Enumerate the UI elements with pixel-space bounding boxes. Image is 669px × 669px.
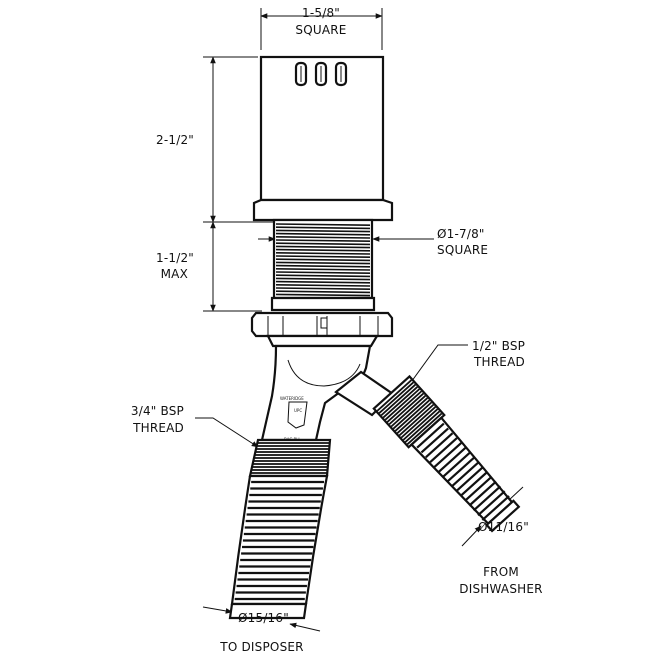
thread-ridge: [275, 274, 371, 278]
rib-ridge: [446, 456, 476, 483]
rib-ridge: [438, 446, 467, 473]
threaded-shank: [270, 218, 376, 312]
thread-ridge: [275, 223, 371, 226]
thread-ridge: [275, 284, 371, 287]
thread-ridge: [394, 399, 431, 432]
half-inch-thread-label: THREAD: [473, 355, 525, 369]
thread-ridge: [275, 245, 371, 249]
rib-ridge: [442, 451, 471, 478]
dishwasher-inlet-pipe: [372, 374, 521, 533]
thread-ridge: [400, 406, 437, 439]
thread-ridge: [378, 381, 415, 414]
thread-ridge: [275, 242, 371, 246]
cap-body: [252, 55, 394, 222]
to-disposer-label: TO DISPOSER: [219, 640, 303, 654]
wateridge-mark: WATERIDGE: [280, 396, 304, 401]
thread-ridge: [275, 232, 371, 236]
thread-ridge: [275, 280, 371, 284]
rib-ridge: [481, 495, 510, 521]
thread-ridge: [275, 277, 371, 281]
thread-ridge: [406, 412, 443, 445]
thread-ridge: [392, 397, 429, 430]
thread-ridge: [275, 287, 371, 290]
rib-ridge: [468, 480, 497, 507]
thread-ridge: [275, 252, 371, 255]
thread-diameter-square-label: SQUARE: [437, 243, 488, 257]
thread-length-max-label: MAX: [161, 267, 188, 281]
rib-ridge: [464, 475, 493, 502]
from-label: FROM: [483, 565, 519, 579]
thread-ridge: [275, 290, 371, 294]
thread-ridge: [275, 239, 371, 242]
rib-ridge: [459, 471, 489, 497]
thread-ridge: [275, 229, 371, 233]
rib-ridge: [472, 485, 502, 512]
rib-ridge: [433, 442, 462, 468]
three-quarter-thread-label: THREAD: [132, 421, 184, 435]
body-height-label: 2-1/2": [156, 133, 194, 147]
lock-nut: [250, 311, 394, 348]
small-diameter-label: Ø11/16": [478, 520, 529, 534]
thread-ridge: [275, 226, 371, 230]
dishwasher-label: DISHWASHER: [459, 582, 542, 596]
thread-ridge: [382, 386, 419, 419]
thread-ridge: [275, 255, 371, 258]
thread-ridge: [376, 379, 413, 412]
rib-ridge: [425, 432, 454, 459]
thread-ridge: [388, 392, 425, 425]
large-diameter-label: Ø15/16": [238, 611, 289, 625]
thread-ridge: [275, 258, 371, 262]
top-width-label: 1-5/8": [302, 6, 340, 20]
thread-ridge: [275, 268, 371, 271]
top-square-label: SQUARE: [295, 23, 346, 37]
rib-ridge: [429, 437, 458, 463]
thread-ridge: [275, 264, 371, 268]
rib-ridge: [455, 466, 484, 492]
three-quarter-bsp-label: 3/4" BSP: [131, 404, 184, 418]
thread-length-label: 1-1/2": [156, 251, 194, 265]
thread-diameter-label: Ø1-7/8": [437, 227, 485, 241]
rib-ridge: [451, 461, 480, 488]
thread-ridge: [390, 395, 427, 428]
rib-ridge: [416, 422, 445, 449]
thread-ridge: [275, 236, 371, 239]
rib-ridge: [420, 427, 449, 454]
thread-ridge: [380, 383, 417, 417]
thread-ridge: [275, 271, 371, 274]
upc-mark: UPC: [294, 408, 302, 413]
thread-ridge: [396, 401, 433, 434]
rib-ridge: [477, 490, 506, 517]
half-inch-bsp-label: 1/2" BSP: [472, 339, 525, 353]
thread-ridge: [402, 408, 439, 441]
thread-ridge: [398, 403, 435, 437]
thread-ridge: [404, 410, 441, 443]
thread-ridge: [275, 261, 371, 265]
thread-ridge: [384, 388, 421, 421]
thread-ridge: [386, 390, 423, 423]
wye-body: WATERIDGE UPC BAG PLI: [260, 344, 395, 442]
thread-ridge: [275, 248, 371, 252]
thread-ridge: [275, 293, 371, 297]
disposer-outlet-pipe: [228, 438, 332, 620]
